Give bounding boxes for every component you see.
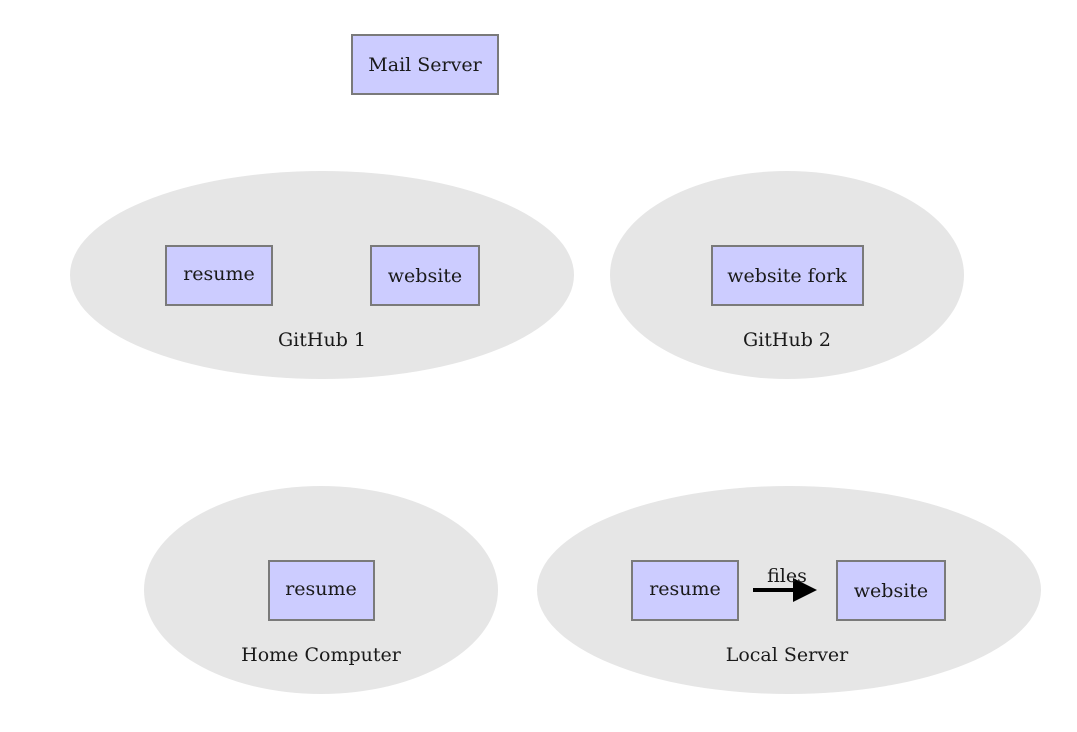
group-label-home-computer: Home Computer [241, 644, 402, 666]
node-github1-website[interactable] [370, 245, 480, 306]
node-label-github1-website: website [388, 265, 462, 287]
group-label-github1: GitHub 1 [278, 329, 366, 351]
node-label-local-resume: resume [649, 578, 721, 600]
edge-label-files: files [767, 565, 807, 587]
node-local-resume[interactable] [631, 560, 739, 621]
group-label-local-server: Local Server [726, 644, 849, 666]
node-mail-server[interactable] [351, 34, 499, 95]
node-label-mail-server: Mail Server [368, 54, 482, 76]
node-local-website[interactable] [836, 560, 946, 621]
node-label-github2-website-fork: website fork [727, 265, 847, 287]
node-github2-website-fork[interactable] [711, 245, 864, 306]
node-github1-resume[interactable] [165, 245, 273, 306]
node-home-resume[interactable] [268, 560, 375, 621]
group-github1-ellipse [70, 171, 574, 379]
group-label-github2: GitHub 2 [743, 329, 831, 351]
node-label-home-resume: resume [285, 578, 357, 600]
node-label-local-website: website [854, 580, 928, 602]
node-label-github1-resume: resume [183, 263, 255, 285]
